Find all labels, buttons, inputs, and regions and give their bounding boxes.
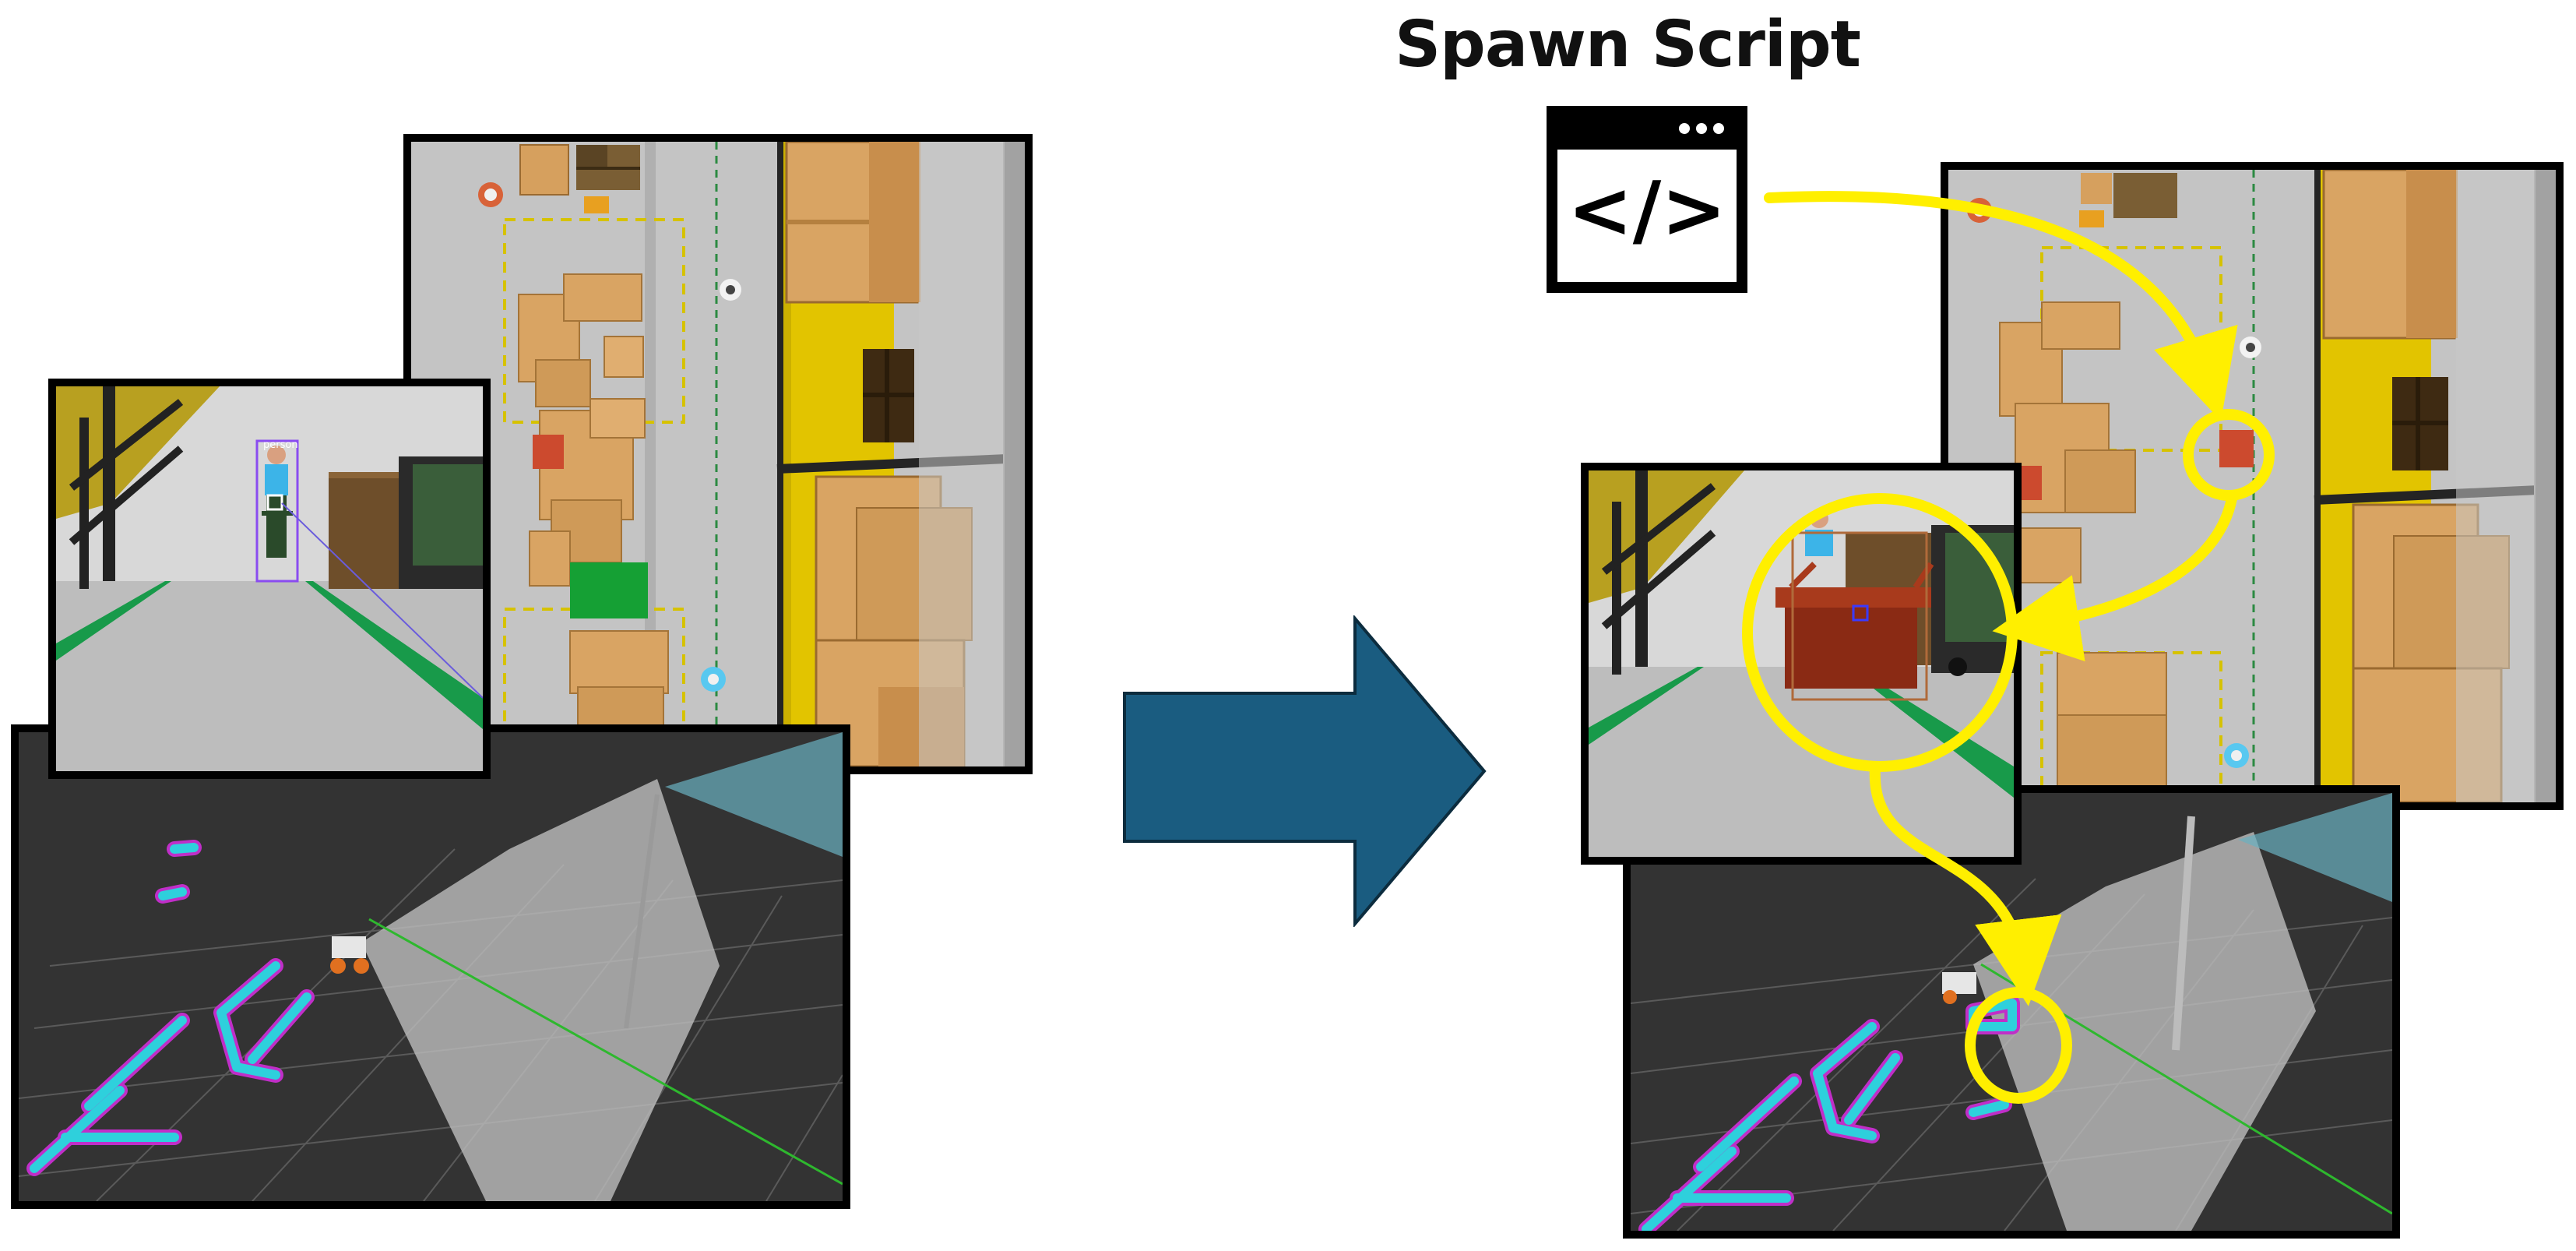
camera-detection-view-after (1581, 463, 2022, 865)
warehouse-topdown-view-before (403, 134, 1033, 774)
code-window-icon: </> (1547, 106, 1747, 293)
rviz-costmap-view-before (11, 724, 850, 1209)
transition-arrow-icon (1123, 615, 1487, 927)
warehouse-topdown-view-after (1941, 162, 2564, 810)
spawn-script-title: Spawn Script (1395, 8, 1861, 82)
detection-label: person (263, 439, 298, 451)
code-glyph: </> (1567, 164, 1727, 255)
camera-detection-view-before: person (48, 379, 491, 779)
